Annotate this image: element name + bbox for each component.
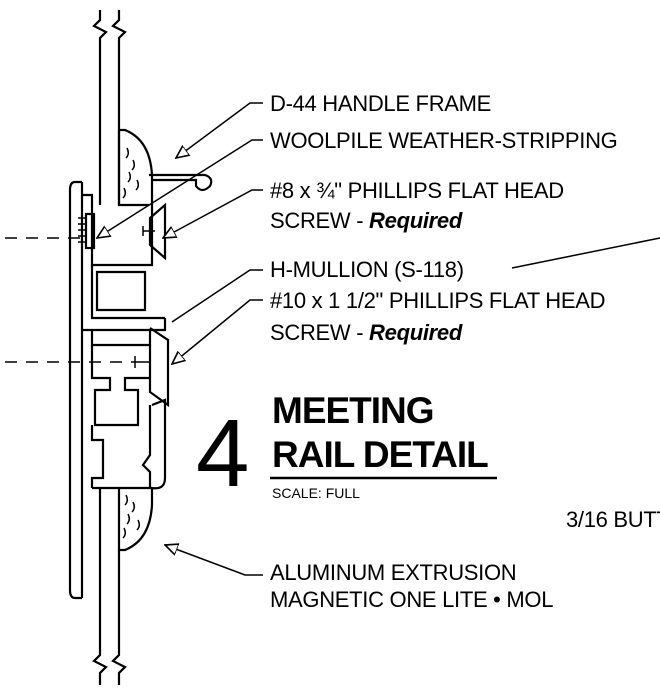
- label-screw-8-line2: SCREW - Required: [270, 208, 463, 233]
- screw-8-shank: [142, 226, 155, 236]
- leader-weather-stripping: [97, 139, 263, 238]
- handle-frame-lip: [149, 173, 213, 192]
- upper-sash-bottom: [90, 265, 165, 320]
- label-screw-8-required: Required: [369, 208, 463, 233]
- upper-bead: [119, 128, 154, 205]
- lower-sash-channel: [90, 425, 105, 488]
- lower-frame-right-edge: [111, 550, 127, 685]
- outer-frame-caps: [75, 180, 82, 600]
- woolpile-base: [84, 212, 96, 250]
- h-mullion-web: [82, 318, 167, 332]
- label-extrusion-line2: MAGNETIC ONE LITE • MOL: [270, 587, 553, 612]
- leader-h-mullion: [171, 269, 263, 323]
- detail-title-block: 4 MEETING RAIL DETAIL SCALE: FULL: [196, 390, 497, 507]
- lower-sash: [90, 345, 167, 490]
- upper-frame-step: [117, 130, 149, 207]
- leader-screw-8: [163, 189, 263, 238]
- h-mullion: [82, 318, 170, 408]
- label-screw-10-line1: #10 x 1 1/2" PHILLIPS FLAT HEAD: [270, 288, 605, 313]
- lower-frame: [92, 488, 127, 685]
- label-handle-frame: D-44 HANDLE FRAME: [270, 91, 491, 116]
- detail-scale: SCALE: FULL: [272, 485, 360, 501]
- label-h-mullion: H-MULLION (S-118): [270, 257, 464, 282]
- lower-sash-face: [151, 398, 167, 490]
- lower-frame-left-edge: [92, 488, 108, 685]
- label-extrusion-line1: ALUMINUM EXTRUSION: [270, 560, 516, 585]
- lower-bead-hatch: [122, 494, 141, 539]
- upper-sash: [82, 193, 167, 320]
- label-button-cut: 3/16 BUTTO: [566, 507, 660, 532]
- label-screw-10-required: Required: [369, 320, 463, 345]
- lower-bead: [117, 488, 154, 552]
- upper-bead-hatch: [122, 147, 140, 199]
- screw-10-head: [148, 327, 170, 408]
- upper-frame: [92, 10, 149, 207]
- detail-title-line2: RAIL DETAIL: [272, 434, 488, 475]
- leader-screw-10: [172, 299, 263, 364]
- h-mullion-flange: [90, 330, 152, 347]
- screw-8-head: [148, 202, 167, 261]
- upper-frame-left-edge: [92, 10, 108, 205]
- lower-bead-outline: [117, 488, 154, 552]
- label-screw-8-line1: #8 x ¾" PHILLIPS FLAT HEAD: [270, 178, 564, 203]
- detail-title-line1: MEETING: [272, 390, 434, 431]
- detail-number: 4: [196, 400, 249, 507]
- woolpile-strip: [78, 212, 96, 250]
- screw-10-shank: [134, 356, 150, 368]
- upper-bead-outline: [119, 128, 154, 205]
- label-screw-10-line2: SCREW - Required: [270, 320, 463, 345]
- upper-frame-right-edge: [111, 10, 127, 205]
- woolpile-fibers: [78, 217, 86, 243]
- outer-frame-left-edge: [68, 180, 76, 600]
- label-weather-stripping: WOOLPILE WEATHER-STRIPPING: [270, 128, 618, 153]
- outer-frame: [68, 180, 84, 600]
- leader-h-mullion-right: [511, 237, 660, 269]
- lower-sash-right-edge: [141, 405, 152, 488]
- leader-handle-frame: [176, 102, 263, 158]
- lower-sash-chamber: [90, 345, 150, 427]
- leader-aluminum-extrusion: [165, 545, 263, 576]
- upper-sash-chamber: [95, 270, 147, 312]
